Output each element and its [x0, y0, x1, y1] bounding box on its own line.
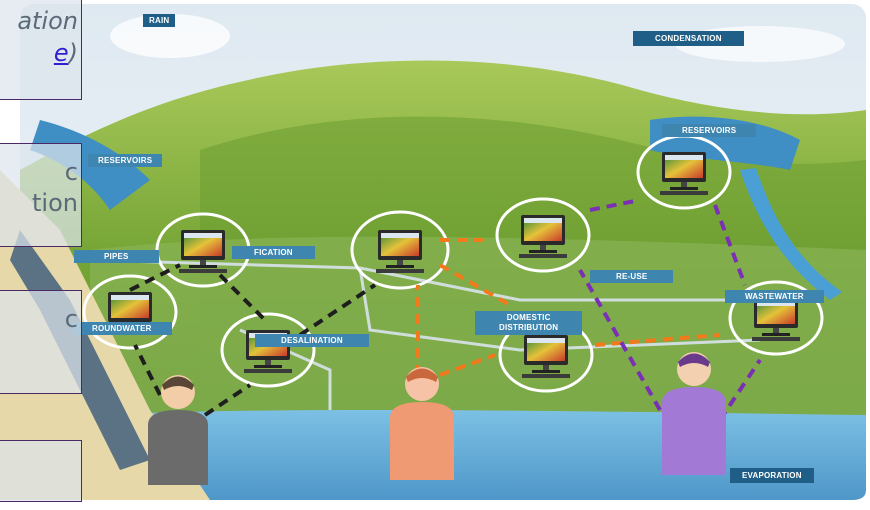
side-box-4: [0, 440, 82, 502]
person-icon: [148, 375, 208, 485]
label-domestic-line2: DISTRIBUTION: [499, 323, 559, 332]
side-box-3-line1: c: [64, 305, 78, 333]
side-box-1-text: ation: [17, 7, 78, 35]
label-groundwater: ROUNDWATER: [72, 322, 172, 335]
cloud: [110, 14, 230, 58]
label-pipes: PIPES: [74, 250, 159, 263]
label-purification: FICATION: [232, 246, 315, 259]
arrows-orange: [416, 238, 721, 377]
label-evaporation: EVAPORATION: [730, 468, 814, 483]
label-desalination: DESALINATION: [255, 334, 369, 347]
side-box-2-line2: tion: [32, 189, 78, 217]
side-box-3: c: [0, 290, 82, 394]
label-wastewater: WASTEWATER: [725, 290, 824, 303]
side-box-2: c tion: [0, 143, 82, 247]
valley-floor: [90, 236, 866, 440]
label-reservoirs-right: RESERVOIRS: [662, 124, 757, 137]
side-box-1-link[interactable]: e: [53, 39, 69, 67]
side-box-1-paren: ): [68, 39, 78, 67]
label-rain: RAIN: [143, 14, 176, 27]
person-icon: [662, 352, 726, 475]
person-icon: [390, 367, 454, 480]
label-reservoirs-left: RESERVOIRS: [88, 154, 163, 167]
side-box-2-line1: c: [64, 158, 78, 186]
label-condensation: CONDENSATION: [633, 31, 744, 46]
river: [740, 168, 842, 300]
cliff: [0, 170, 210, 500]
label-domestic-line1: DOMESTIC: [506, 313, 551, 322]
label-re-use: RE-USE: [590, 270, 674, 283]
arrows-black: [129, 263, 377, 417]
side-box-1: ation e): [0, 0, 82, 100]
arrows-purple: [578, 198, 762, 422]
